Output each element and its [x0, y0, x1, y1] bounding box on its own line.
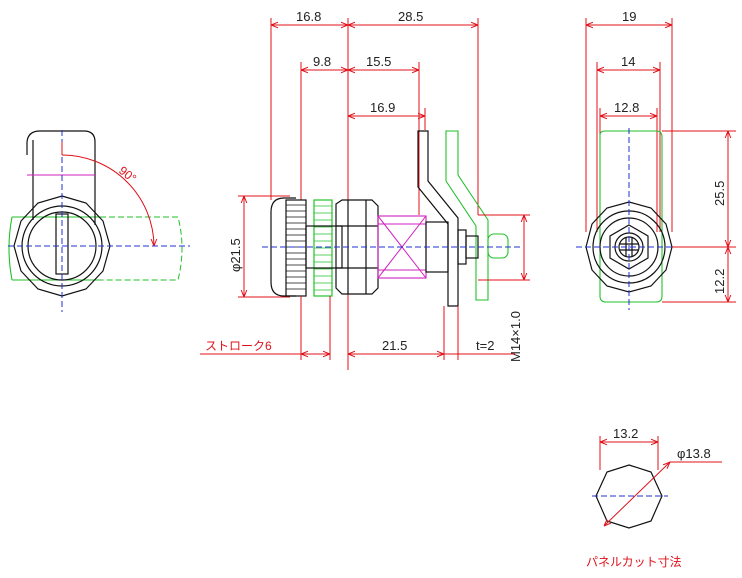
panel-cut-view: 13.2 φ13.8 パネルカット寸法: [586, 426, 722, 569]
dim-98: 9.8: [313, 54, 331, 69]
dim-14: 14: [621, 54, 635, 69]
stroke-label: ストローク6: [205, 339, 272, 353]
dim-122: 12.2: [712, 269, 727, 294]
dim-128: 12.8: [614, 100, 639, 115]
hex-nut: [335, 199, 379, 295]
dim-285: 28.5: [398, 9, 423, 24]
dim-169: 16.9: [370, 100, 395, 115]
knurled-ring: [285, 199, 307, 297]
dim-dia: φ21.5: [228, 238, 243, 272]
left-view: 90°: [8, 130, 190, 312]
panel-cut-caption: パネルカット寸法: [586, 555, 682, 569]
angle-arc: [61, 154, 154, 246]
cam-plate-alt: [445, 130, 489, 301]
angle-label: 90°: [116, 163, 139, 185]
dim-255: 25.5: [712, 181, 727, 206]
dim-138: φ13.8: [677, 446, 711, 461]
dim-thread: M14×1.0: [508, 311, 523, 362]
front-view: 19 14 12.8 25.5 12.2: [576, 9, 736, 310]
front-cam: [599, 130, 663, 303]
dim-155: 15.5: [366, 54, 391, 69]
stem: [305, 225, 343, 269]
screw-head-alt: [487, 233, 509, 259]
dim-19: 19: [622, 9, 636, 24]
cam-outline-rotated-right: [100, 216, 183, 281]
cam-body: [26, 130, 96, 225]
side-view: 16.8 28.5 9.8 15.5 16.9 φ21.5: [200, 9, 530, 370]
dim-215: 21.5: [382, 338, 407, 353]
thickness-label: t=2: [476, 338, 494, 353]
knurl-pattern-green: [314, 205, 332, 291]
dim-132: 13.2: [613, 426, 638, 441]
dim-168: 16.8: [296, 9, 321, 24]
dim-line-138: [604, 462, 670, 526]
